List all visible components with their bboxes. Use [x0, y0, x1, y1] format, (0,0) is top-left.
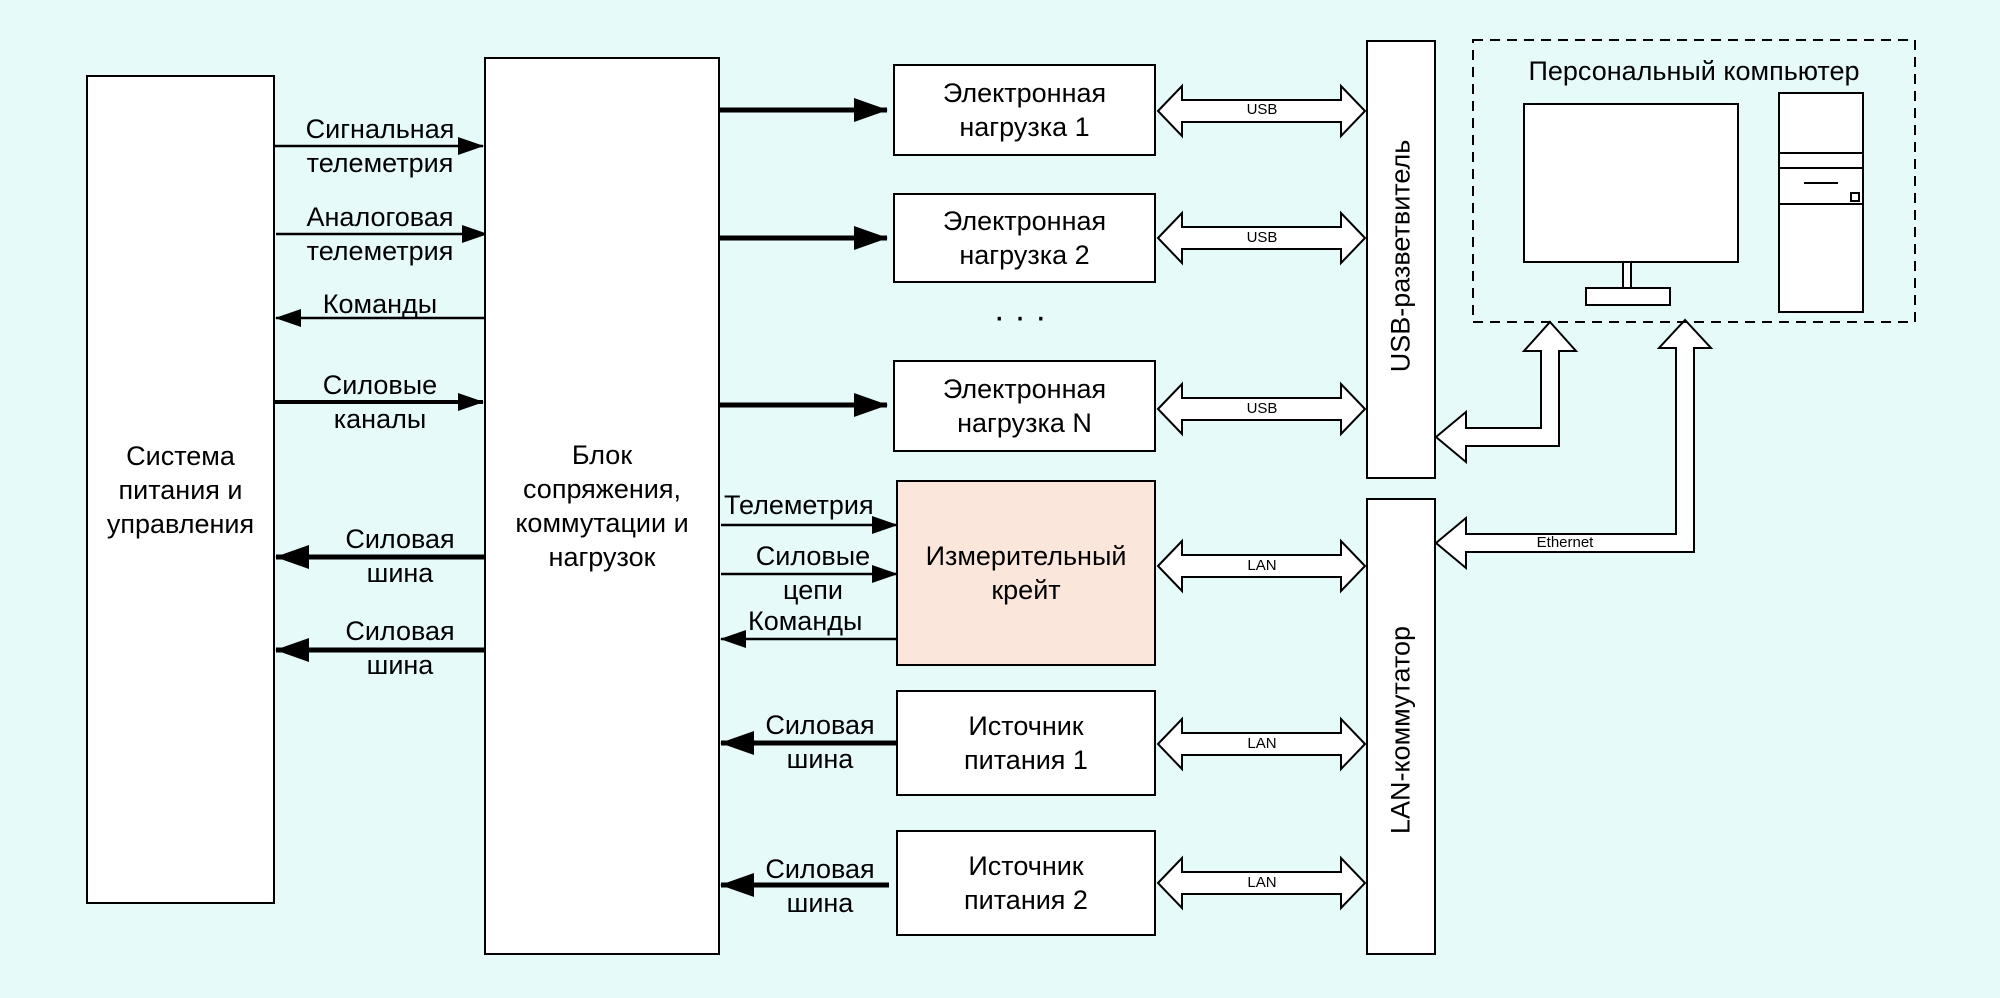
- lan-link-crate: [1156, 538, 1367, 594]
- usb-link-1: [1156, 83, 1367, 139]
- power-bus-label-1: Силовая шина: [345, 524, 455, 588]
- lan-link-source-1-label: LAN: [1247, 735, 1277, 752]
- power-source-1-bus-label: Силовая шина: [765, 710, 875, 774]
- usb-hub-pc-link: [1434, 320, 1579, 465]
- crate-commands-label: Команды: [748, 606, 863, 636]
- usb-link-2: [1156, 210, 1367, 266]
- power-channels-label: Силовые каналы: [322, 370, 438, 434]
- monitor-icon: [1523, 103, 1739, 306]
- interface-switching-label: Блок сопряжения, коммутации и нагрузок: [515, 440, 689, 572]
- usb-hub-label: USB-разветвитель: [1385, 139, 1416, 373]
- electronic-load-2: Электронная нагрузка 2: [893, 193, 1156, 283]
- lan-switch-pc-link: [1434, 318, 1714, 571]
- usb-link-n: [1156, 381, 1367, 437]
- electronic-load-n-label: Электронная нагрузка N: [942, 374, 1107, 438]
- usb-link-1-label: USB: [1246, 101, 1278, 118]
- usb-link-n-label: USB: [1246, 400, 1278, 417]
- power-bus-label-2: Силовая шина: [345, 616, 455, 680]
- measuring-crate-label: Измерительный крейт: [925, 541, 1127, 605]
- power-control-system-block: Система питания и управления: [86, 75, 275, 904]
- commands-label: Команды: [322, 289, 438, 319]
- interface-switching-block: Блок сопряжения, коммутации и нагрузок: [484, 57, 720, 955]
- electronic-load-1-label: Электронная нагрузка 1: [942, 78, 1107, 142]
- analog-telemetry-label: Аналоговая телеметрия: [306, 202, 454, 266]
- pc-title: Персональный компьютер: [1528, 56, 1860, 86]
- lan-switch-label: LAN-коммутатор: [1385, 625, 1416, 835]
- ethernet-label: Ethernet: [1536, 534, 1594, 551]
- lan-link-source-1: [1156, 716, 1367, 772]
- crate-power-label: Силовые цепи: [755, 541, 871, 605]
- pc-container: [1472, 39, 1916, 323]
- electronic-load-n: Электронная нагрузка N: [893, 360, 1156, 452]
- power-source-2-label: Источник питания 2: [964, 851, 1088, 915]
- lan-link-source-2: [1156, 855, 1367, 911]
- crate-telemetry-label: Телеметрия: [724, 490, 874, 520]
- lan-link-source-2-label: LAN: [1247, 874, 1277, 891]
- ellipsis: · · ·: [993, 298, 1047, 336]
- computer-tower-icon: [1778, 92, 1864, 313]
- power-source-1-label: Источник питания 1: [964, 711, 1088, 775]
- usb-hub: [1366, 40, 1436, 479]
- power-control-system-label: Система питания и управления: [106, 440, 255, 539]
- lan-link-crate-label: LAN: [1247, 557, 1277, 574]
- usb-link-2-label: USB: [1246, 229, 1278, 246]
- lan-switch: [1366, 498, 1436, 955]
- power-source-2: Источник питания 2: [896, 830, 1156, 936]
- signal-telemetry-label: Сигнальная телеметрия: [305, 114, 455, 178]
- power-source-2-bus-label: Силовая шина: [765, 854, 875, 918]
- electronic-load-2-label: Электронная нагрузка 2: [942, 206, 1107, 270]
- measuring-crate: Измерительный крейт: [896, 480, 1156, 666]
- power-source-1: Источник питания 1: [896, 690, 1156, 796]
- electronic-load-1: Электронная нагрузка 1: [893, 64, 1156, 156]
